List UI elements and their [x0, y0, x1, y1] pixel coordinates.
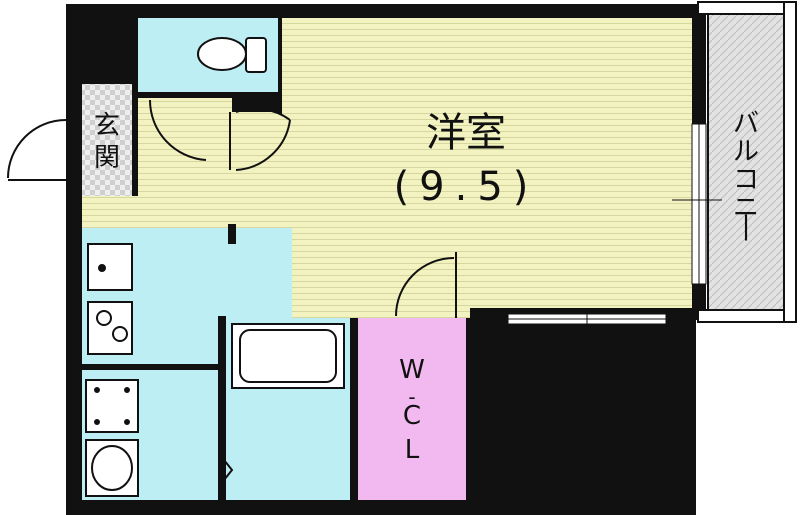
stove-icon: [87, 301, 133, 355]
washroom-door[interactable]: [150, 367, 234, 481]
balcony-label-char-4: ニ: [733, 193, 759, 223]
entrance-door[interactable]: [7, 119, 67, 181]
balcony-label-char-1: バ: [733, 109, 759, 139]
entrance-label-char-1: 玄: [94, 111, 120, 141]
main-room-floor: [232, 18, 692, 318]
room-size: (9.5): [394, 164, 539, 210]
room-door[interactable]: [229, 107, 291, 171]
closet-label-char-3: C: [403, 401, 421, 431]
hallway-floor-lower: [82, 196, 232, 228]
closet-label-char-4: L: [405, 435, 420, 465]
bathtub-icon: [231, 323, 345, 389]
balcony-label-char-2: ル: [733, 137, 759, 167]
closet-label-char-1: W: [399, 355, 425, 385]
balcony-label-char-3: コ: [733, 165, 759, 195]
closet-label-char-2: -: [408, 385, 415, 409]
toilet-door[interactable]: [148, 99, 207, 161]
balcony-label: バ ル コ ニ |: [733, 109, 759, 241]
room-label: 洋室: [426, 110, 506, 156]
closet-label: W - C L: [399, 355, 425, 465]
toilet-icon: [197, 37, 267, 73]
washbasin-icon: [85, 439, 139, 497]
sink-icon: [87, 243, 133, 291]
washing-machine-icon: [85, 379, 139, 433]
entrance-label-char-2: 関: [94, 143, 120, 173]
balcony-label-char-5: |: [742, 211, 751, 241]
entrance-area: [82, 84, 132, 196]
closet-area: [358, 318, 466, 500]
closet-door[interactable]: [395, 252, 457, 318]
entrance-label: 玄 関: [94, 111, 120, 173]
